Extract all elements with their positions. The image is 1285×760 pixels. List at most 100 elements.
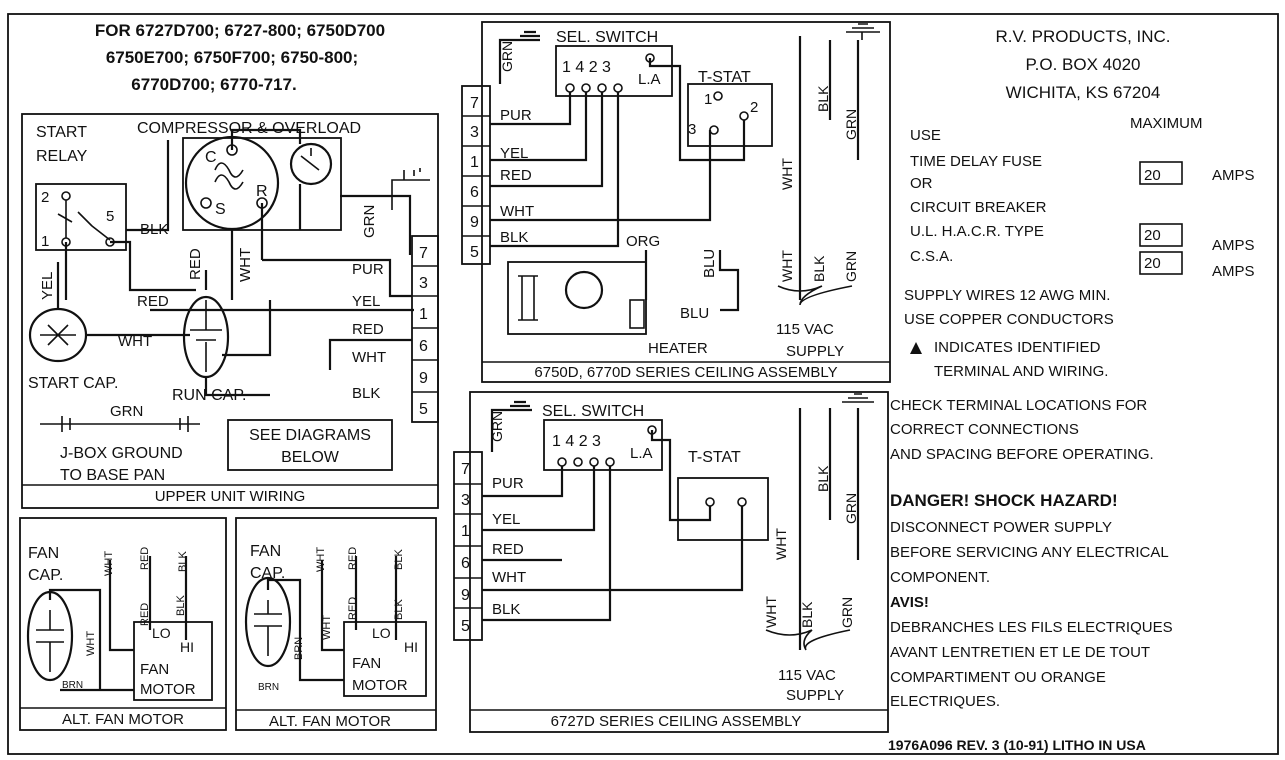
svg-text:1: 1 <box>470 154 479 171</box>
svg-text:GRN: GRN <box>843 493 859 524</box>
ceiling1-panel <box>481 21 891 383</box>
svg-text:INDICATES IDENTIFIED: INDICATES IDENTIFIED <box>934 339 1101 356</box>
c2-tstat <box>677 477 769 541</box>
svg-text:WHT: WHT <box>321 615 333 640</box>
fan2-motor <box>343 621 427 697</box>
ceiling2-caption: 6727D SERIES CEILING ASSEMBLY <box>551 713 802 730</box>
svg-text:WHT: WHT <box>500 203 534 220</box>
company-name: R.V. PRODUCTS, INC. <box>995 27 1170 46</box>
svg-text:2: 2 <box>750 99 758 116</box>
fan1-motor <box>133 621 213 701</box>
svg-text:BLK: BLK <box>811 255 827 282</box>
svg-text:7: 7 <box>461 461 470 478</box>
upper-wire-wht-t: WHT <box>352 349 386 366</box>
svg-text:SUPPLY WIRES 12 AWG MIN.: SUPPLY WIRES 12 AWG MIN. <box>904 287 1110 304</box>
fuse-spec: MAXIMUM USE TIME DELAY FUSE OR CIRCUIT B… <box>910 115 1255 280</box>
svg-text:BLK: BLK <box>799 601 815 628</box>
svg-text:USE: USE <box>910 127 941 144</box>
company-box: P.O. BOX 4020 <box>1026 55 1141 74</box>
c2-sel-switch <box>543 419 663 471</box>
svg-text:1: 1 <box>419 306 428 323</box>
svg-text:3: 3 <box>419 275 428 292</box>
c1-tstat-label: T-STAT <box>698 69 751 86</box>
svg-text:AMPS: AMPS <box>1212 167 1255 184</box>
see-diagrams-box <box>227 419 393 471</box>
compressor-label: COMPRESSOR & OVERLOAD <box>137 120 361 137</box>
svg-text:BLK: BLK <box>492 601 520 618</box>
svg-text:USE COPPER CONDUCTORS: USE COPPER CONDUCTORS <box>904 311 1114 328</box>
svg-text:WHT: WHT <box>779 250 795 282</box>
svg-text:3: 3 <box>470 124 479 141</box>
svg-text:RED: RED <box>347 597 359 620</box>
c2-terminal-block: 7 3 1 6 9 5 <box>453 451 483 641</box>
svg-text:6: 6 <box>461 555 470 572</box>
comp-pin-s: S <box>215 201 226 218</box>
upper-wire-wht: WHT <box>118 333 152 350</box>
svg-text:YEL: YEL <box>500 145 528 162</box>
fan2-cap <box>244 576 292 668</box>
svg-text:WHT: WHT <box>763 596 779 628</box>
svg-text:9: 9 <box>470 214 479 231</box>
svg-text:BLK: BLK <box>815 85 831 112</box>
fuse-value-1: 20 <box>1144 167 1161 184</box>
upper-terminal-block: 7 3 1 6 9 5 <box>411 235 439 423</box>
svg-text:7: 7 <box>419 245 428 262</box>
svg-text:AVANT LENTRETIEN ET LE DE TOUT: AVANT LENTRETIEN ET LE DE TOUT <box>890 644 1150 661</box>
upper-wire-blk: BLK <box>140 221 168 238</box>
svg-text:6: 6 <box>470 184 479 201</box>
start-relay-label: START <box>36 124 87 141</box>
svg-text:1 4 2 3: 1 4 2 3 <box>562 59 611 76</box>
svg-text:1: 1 <box>704 91 712 108</box>
model-line-3: 6770D700; 6770-717. <box>131 75 296 94</box>
svg-text:TIME DELAY FUSE: TIME DELAY FUSE <box>910 153 1042 170</box>
svg-text:CIRCUIT BREAKER: CIRCUIT BREAKER <box>910 199 1047 216</box>
upper-wire-red: RED <box>137 293 169 310</box>
svg-text:FAN: FAN <box>250 543 281 560</box>
svg-text:9: 9 <box>461 587 470 604</box>
svg-text:C.S.A.: C.S.A. <box>910 248 953 265</box>
svg-text:WHT: WHT <box>103 551 115 576</box>
jbox-grn: GRN <box>110 403 143 420</box>
c1-terminal-block: 7 3 1 6 9 5 <box>461 85 491 265</box>
footer-code: 1976A096 REV. 3 (10-91) LITHO IN USA <box>888 737 1146 753</box>
svg-text:5: 5 <box>470 244 479 261</box>
svg-text:RED: RED <box>492 541 524 558</box>
svg-text:CAP.: CAP. <box>28 567 63 584</box>
svg-text:RED: RED <box>139 547 151 570</box>
svg-text:CAP.: CAP. <box>250 565 285 582</box>
svg-text:LO: LO <box>372 625 391 641</box>
fan-motor-panel-2 <box>235 517 437 731</box>
ceiling2-panel <box>469 391 889 733</box>
svg-text:RED: RED <box>500 167 532 184</box>
jbox-label-2: TO BASE PAN <box>60 467 165 484</box>
svg-text:WHT: WHT <box>85 631 97 656</box>
c1-heater-label: HEATER <box>648 340 708 357</box>
svg-text:L.A: L.A <box>638 71 661 88</box>
svg-text:AVIS!: AVIS! <box>890 594 929 611</box>
svg-text:5: 5 <box>419 401 428 418</box>
svg-text:AND SPACING BEFORE OPERATING.: AND SPACING BEFORE OPERATING. <box>890 446 1154 463</box>
svg-text:U.L. H.A.C.R. TYPE: U.L. H.A.C.R. TYPE <box>910 223 1044 240</box>
svg-text:CHECK TERMINAL LOCATIONS FOR: CHECK TERMINAL LOCATIONS FOR <box>890 397 1147 414</box>
svg-text:OR: OR <box>910 175 933 192</box>
overload <box>289 142 333 186</box>
svg-text:3: 3 <box>688 121 696 138</box>
svg-text:BLU: BLU <box>701 249 718 278</box>
svg-text:MOTOR: MOTOR <box>140 681 196 698</box>
svg-text:YEL: YEL <box>492 511 520 528</box>
svg-text:GRN: GRN <box>499 41 515 72</box>
upper-wire-blk-t: BLK <box>352 385 380 402</box>
outer-border <box>7 13 1279 755</box>
svg-text:SUPPLY: SUPPLY <box>786 687 844 704</box>
upper-wire-yel-t: YEL <box>352 293 380 310</box>
upper-wire-grn-v: GRN <box>361 205 378 238</box>
svg-text:RED: RED <box>347 547 359 570</box>
svg-text:MAXIMUM: MAXIMUM <box>1130 115 1203 132</box>
svg-text:BLK: BLK <box>393 549 405 570</box>
svg-text:BRN: BRN <box>258 682 279 693</box>
identified-triangle-icon <box>910 342 922 354</box>
svg-text:GRN: GRN <box>843 109 859 140</box>
relay-pin-5: 5 <box>106 208 114 225</box>
fan2-caption: ALT. FAN MOTOR <box>269 713 391 730</box>
